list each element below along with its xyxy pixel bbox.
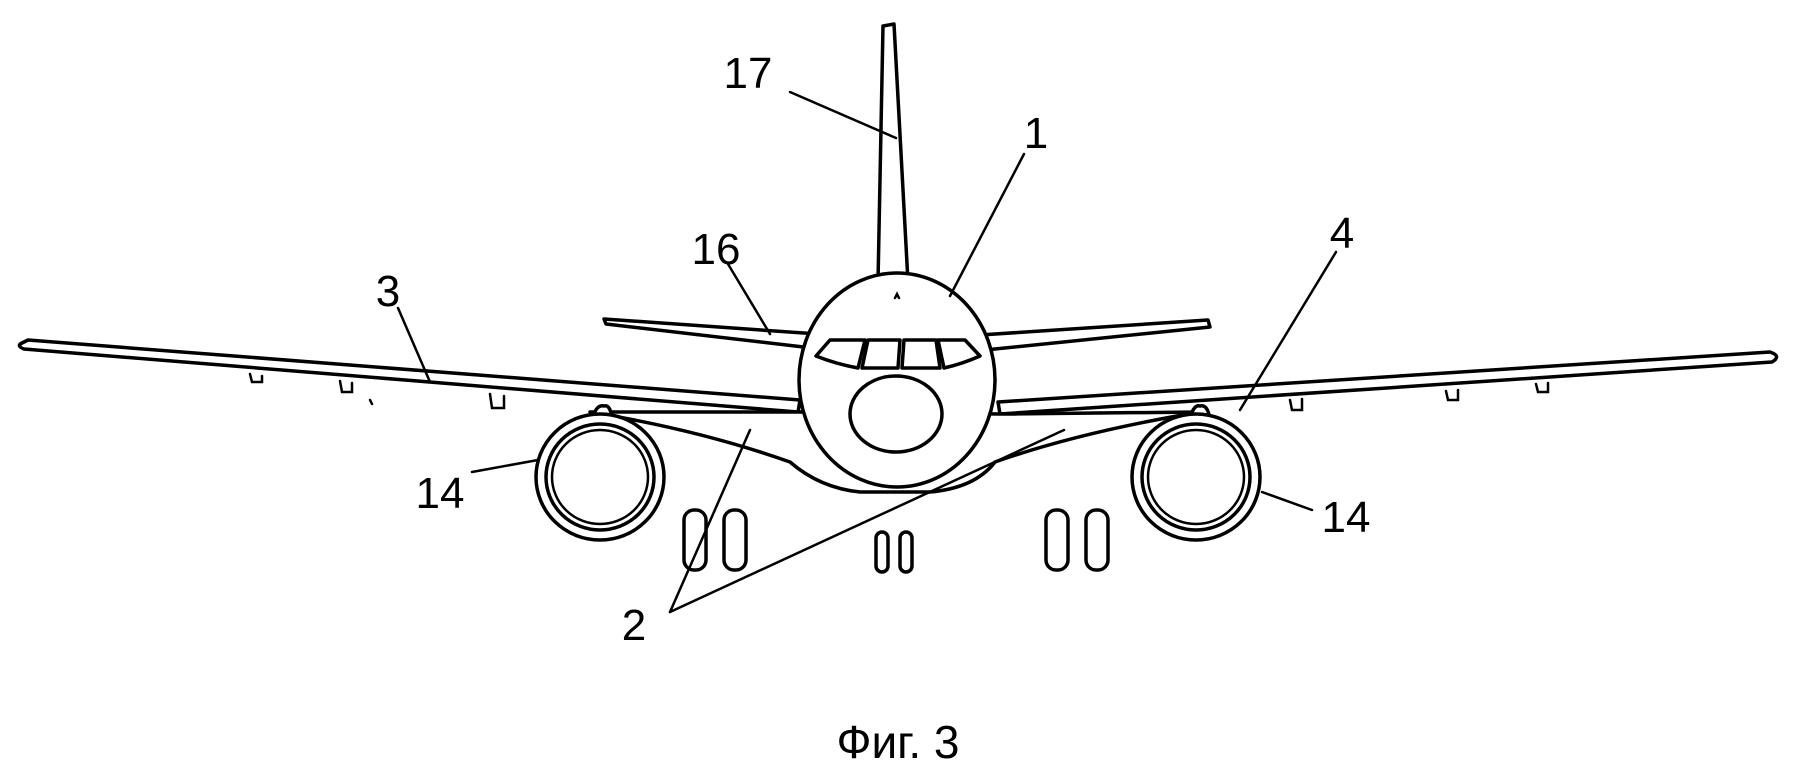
label-right-wing: 4 [1330,209,1354,258]
fuselage [797,271,997,489]
main-gear-left [682,508,748,572]
label-engine-right: 14 [1322,493,1371,542]
cockpit-window-center-right [900,338,942,370]
cockpit-window-center-left [860,338,902,370]
left-wing [17,338,802,414]
label-vertical-fin: 17 [724,49,773,98]
engine-left [534,404,666,542]
radome [848,374,944,454]
label-horizontal-stabilizer: 16 [692,225,741,274]
horizontal-stabilizer-right [978,318,1212,352]
label-left-wing: 3 [376,267,400,316]
label-wing-roots: 2 [622,601,646,650]
cockpit-window-right [936,338,982,370]
cockpit-window-left [814,338,867,370]
label-engine-left: 14 [416,469,465,518]
engine-right [1130,404,1262,542]
horizontal-stabilizer-left [602,317,820,350]
leader-lines [396,90,1338,614]
label-fuselage: 1 [1024,109,1048,158]
vertical-fin [876,22,910,284]
nose-gear [874,530,914,574]
figure-caption: Фиг. 3 [837,716,960,768]
right-wing [996,350,1779,416]
main-gear-right [1044,508,1110,572]
